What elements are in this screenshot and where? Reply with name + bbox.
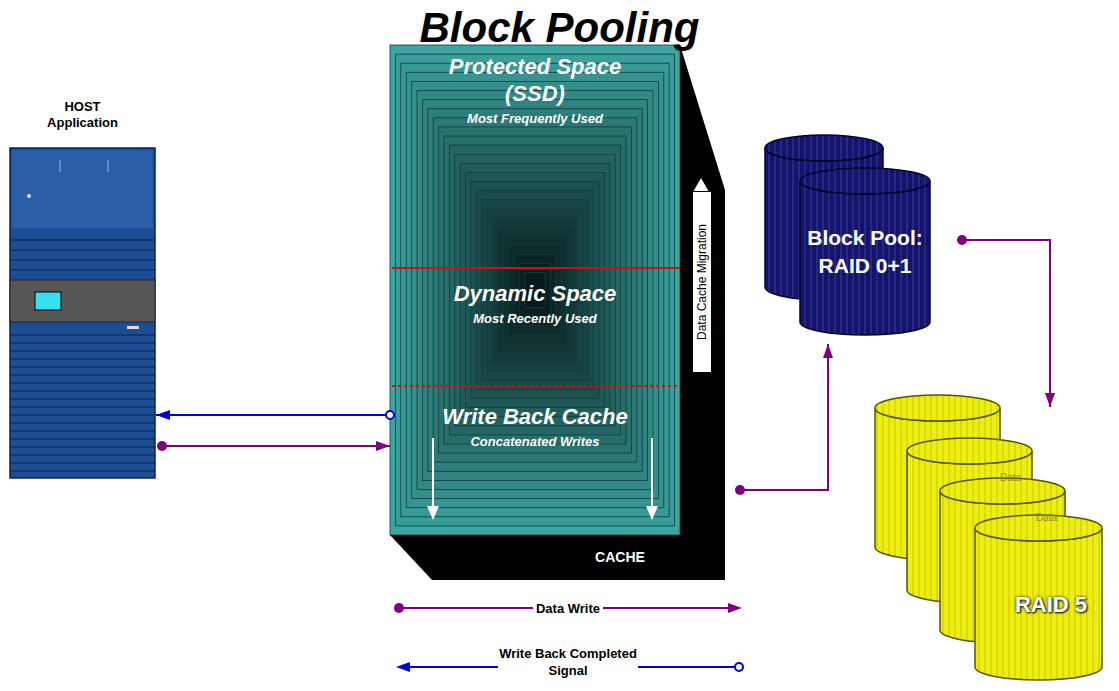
- diagram-title: Block Pooling: [0, 4, 1119, 52]
- node-label: CACHE: [575, 548, 665, 566]
- tower-stripe: [10, 358, 155, 359]
- zone-heading: Write Back Cache: [405, 403, 665, 430]
- tower-stripe: [10, 414, 155, 415]
- node-label: RAID 5: [1003, 592, 1099, 618]
- disk-cylinder: [975, 528, 1102, 680]
- signal-arrow: [156, 414, 390, 416]
- cache-zone: Dynamic SpaceMost Recently Used: [410, 280, 660, 327]
- cache-shade: [390, 45, 680, 535]
- tower-stripe: [10, 430, 155, 431]
- tower-stripe: [10, 342, 155, 343]
- tower-stripe: [10, 390, 155, 391]
- tower-stripe: [10, 382, 155, 383]
- tower-stripe: [10, 259, 155, 260]
- tower-stripe: [10, 470, 155, 471]
- tower-stripe: [10, 446, 155, 447]
- tower-stripe: [10, 350, 155, 351]
- disk-label: Data: [1036, 512, 1057, 524]
- disk-cylinder: [800, 181, 930, 335]
- tower-stripe: [10, 249, 155, 250]
- cache-shade: [401, 63, 669, 517]
- tower-stripe: [10, 374, 155, 375]
- disk-top: [765, 135, 883, 161]
- disk-label: Data: [1000, 472, 1021, 484]
- zone-heading: Dynamic Space: [410, 280, 660, 307]
- disk-top: [907, 438, 1032, 464]
- zone-heading: Protected Space (SSD): [425, 53, 645, 107]
- cache-zone: Protected Space (SSD) Most Frequently Use…: [425, 53, 645, 127]
- tower-stripe: [10, 269, 155, 270]
- tower-stripe: [10, 334, 155, 335]
- tower-stripe: [10, 422, 155, 423]
- tower-stripe: [10, 398, 155, 399]
- tower-stripe: [10, 239, 155, 240]
- tower-stripe: [10, 454, 155, 455]
- data-arrow: [162, 445, 390, 447]
- cache-zone: Write Back CacheConcatenated Writes: [405, 403, 665, 450]
- node-label: HOST Application: [35, 99, 131, 131]
- cache-node: CACHE Protected Space (SSD) Most Frequentl…: [390, 45, 725, 580]
- cache-shade: [395, 54, 674, 526]
- tower-stripe: [10, 366, 155, 367]
- zone-subtitle: Most Frequently Used: [425, 110, 645, 127]
- legend-item: Data Write: [508, 599, 628, 618]
- cache-block: [390, 45, 725, 580]
- node-label: Block Pool: RAID 0+1: [805, 224, 925, 280]
- migration-label: Data Cache Migration: [692, 191, 712, 373]
- zone-subtitle: Most Recently Used: [410, 310, 660, 327]
- tower-stripe: [10, 406, 155, 407]
- disk-top: [800, 168, 930, 194]
- tower-stripe: [10, 438, 155, 439]
- server-node: HOST Application: [10, 95, 155, 478]
- data-arrow: [962, 240, 1050, 407]
- server-tower: [10, 148, 155, 478]
- legend-text: Data Write: [533, 601, 603, 616]
- tower-stripe: [10, 462, 155, 463]
- legend-text: Write Back Completed Signal: [498, 645, 638, 679]
- disk-top: [875, 395, 1000, 421]
- zone-subtitle: Concatenated Writes: [405, 433, 665, 450]
- disk-pool: Block Pool: RAID 0+1: [765, 135, 935, 335]
- data-arrow: [740, 344, 828, 490]
- disk-array: RAID 5: [875, 395, 1105, 680]
